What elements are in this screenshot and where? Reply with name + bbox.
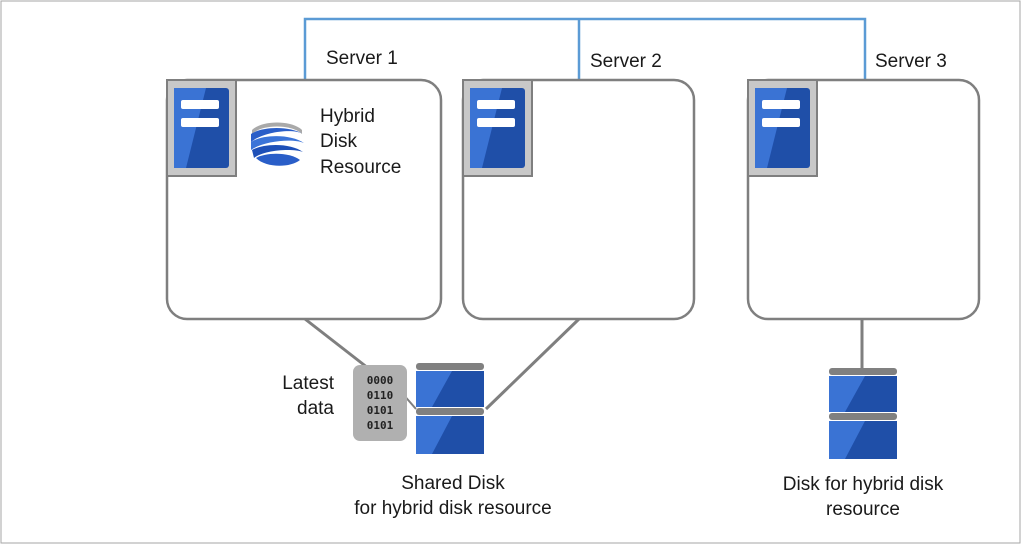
resource-label-line-3: Resource <box>320 157 402 178</box>
shared-disk-label-line-2: for hybrid disk resource <box>354 498 552 519</box>
network-line-main <box>303 17 867 80</box>
server-3-label: Server 3 <box>875 51 947 72</box>
data-bits-row-4: 0101 <box>367 419 394 432</box>
local-disk-label-line-2: resource <box>826 499 900 520</box>
network-lines <box>303 17 867 80</box>
local-disk-label-line-1: Disk for hybrid disk <box>782 474 944 495</box>
resource-label-line-1: Hybrid <box>320 106 375 127</box>
connection-server1-shared-disk <box>304 317 369 370</box>
binary-data-icon: 0000 0110 0101 0101 <box>353 365 407 441</box>
disk-connections <box>304 317 864 411</box>
server-icon <box>462 79 533 177</box>
connection-server2-shared-disk <box>484 317 581 411</box>
shared-disk-icon <box>416 363 484 454</box>
local-disk-icon <box>829 368 897 459</box>
data-bits-row-1: 0000 <box>367 374 394 387</box>
server-1-box <box>165 78 443 321</box>
server-1-label: Server 1 <box>326 48 398 69</box>
latest-data-label-line-1: Latest <box>282 373 334 394</box>
shared-disk-label-line-1: Shared Disk <box>401 473 505 494</box>
hybrid-disk-resource-icon <box>250 115 304 169</box>
latest-data-label-line-2: data <box>297 398 334 419</box>
server-icon <box>747 79 818 177</box>
data-bits-row-3: 0101 <box>367 404 394 417</box>
resource-label-line-2: Disk <box>320 131 357 152</box>
data-bits-row-2: 0110 <box>367 389 394 402</box>
server-icon <box>166 79 237 177</box>
server-3-box <box>746 78 981 321</box>
server-2-box <box>461 78 696 321</box>
server-2-label: Server 2 <box>590 51 662 72</box>
